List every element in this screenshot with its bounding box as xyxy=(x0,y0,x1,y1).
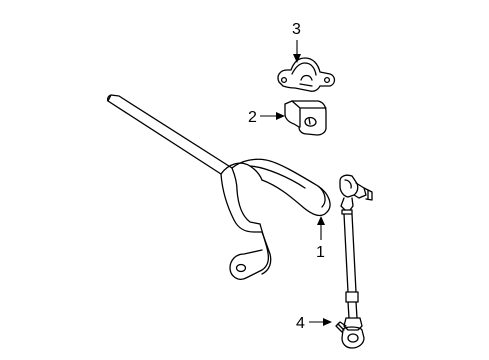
callout-3-label: 3 xyxy=(292,21,301,38)
stabilizer-link-part xyxy=(335,174,373,349)
callout-2: 2 xyxy=(248,109,285,126)
callout-2-label: 2 xyxy=(248,109,257,126)
callout-1: 1 xyxy=(316,216,325,261)
callout-1-arrow-icon xyxy=(317,216,325,225)
callout-4-arrow-icon xyxy=(323,318,332,326)
callout-3-arrow-icon xyxy=(293,54,301,63)
callout-4: 4 xyxy=(296,315,332,332)
callout-3: 3 xyxy=(292,21,301,63)
stabilizer-bar-part xyxy=(106,94,331,280)
callout-1-label: 1 xyxy=(316,244,325,261)
callout-4-label: 4 xyxy=(296,315,305,332)
stabilizer-bracket-part xyxy=(277,57,336,92)
stabilizer-bushing-part xyxy=(284,100,327,136)
callout-2-arrow-icon xyxy=(276,112,285,120)
